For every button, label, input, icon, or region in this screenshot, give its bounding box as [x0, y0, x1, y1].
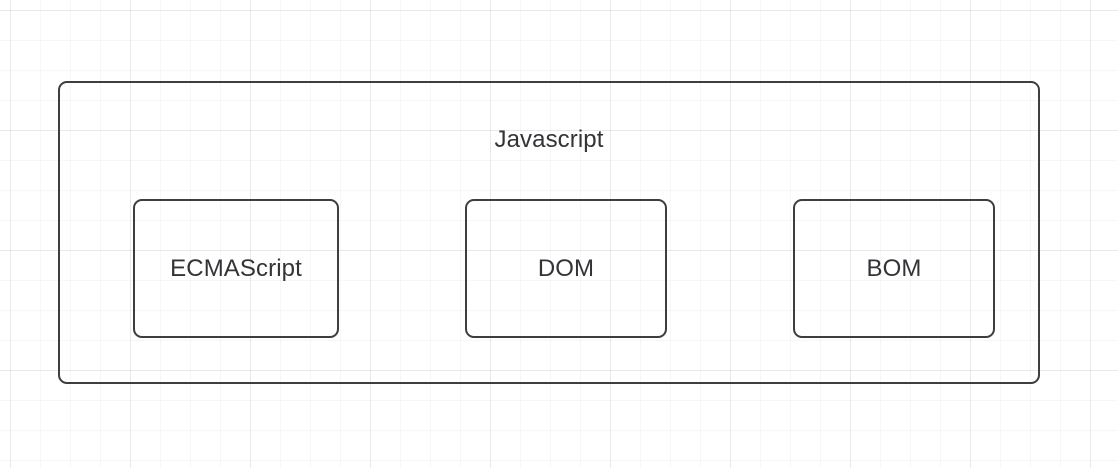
javascript-container-box[interactable]: Javascript ECMAScript DOM BOM	[58, 81, 1040, 384]
dom-box-label: DOM	[537, 254, 595, 282]
bom-box[interactable]: BOM	[793, 199, 995, 338]
javascript-container-label: Javascript	[494, 126, 604, 153]
dom-box[interactable]: DOM	[465, 199, 667, 338]
ecmascript-box[interactable]: ECMAScript	[133, 199, 339, 338]
ecmascript-box-label: ECMAScript	[170, 254, 302, 282]
bom-box-label: BOM	[866, 254, 922, 282]
